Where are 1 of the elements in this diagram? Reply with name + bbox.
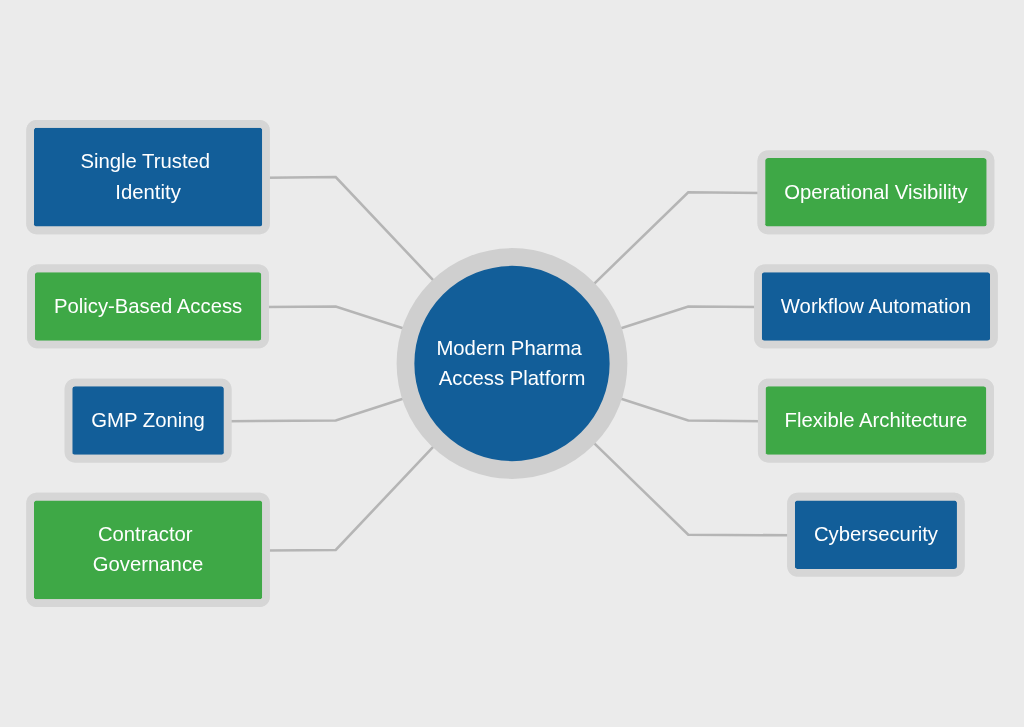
node-circle: Modern Pharma Access Platform bbox=[396, 248, 628, 479]
